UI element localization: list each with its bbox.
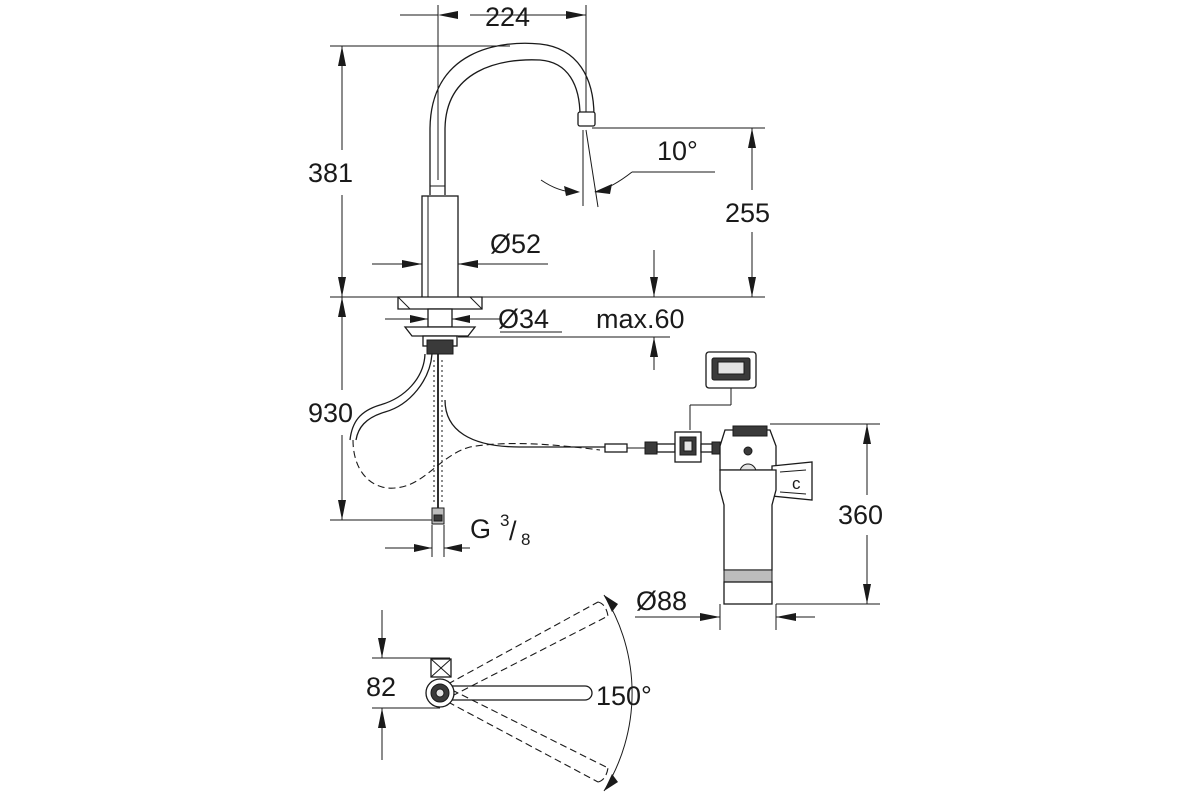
dim-hose-length: 930 bbox=[308, 297, 432, 521]
dim-label-d34: Ø34 bbox=[498, 304, 549, 334]
filter-head: c bbox=[719, 425, 813, 501]
dim-label-381: 381 bbox=[308, 158, 353, 188]
dim-connection-thread: G 3 / 8 bbox=[385, 511, 530, 557]
dim-label-224: 224 bbox=[485, 2, 530, 32]
dim-label-d52: Ø52 bbox=[490, 229, 541, 259]
dim-shank-diameter: Ø34 bbox=[385, 304, 562, 334]
hoses bbox=[349, 353, 605, 525]
dim-deck-thickness: max.60 bbox=[458, 250, 685, 370]
dim-label-82: 82 bbox=[366, 672, 396, 702]
dim-label-max60: max.60 bbox=[596, 304, 685, 334]
dim-tap-height: 381 bbox=[308, 45, 510, 297]
dim-label-360: 360 bbox=[838, 500, 883, 530]
dim-filter-diameter: Ø88 bbox=[635, 586, 815, 630]
dim-label-150deg: 150° bbox=[596, 681, 652, 711]
bracket-mark: c bbox=[792, 474, 801, 493]
display-unit bbox=[689, 351, 757, 430]
filter-cartridge bbox=[719, 469, 777, 605]
dim-label-g: G bbox=[470, 514, 491, 544]
dim-filter-height: 360 bbox=[770, 423, 883, 605]
plan-view bbox=[425, 594, 633, 792]
dim-body-diameter: Ø52 bbox=[372, 229, 548, 268]
dim-label-thread-num: 3 bbox=[500, 511, 509, 530]
tap-body bbox=[330, 42, 765, 355]
dim-label-255: 255 bbox=[725, 198, 770, 228]
dim-label-thread-slash: / bbox=[509, 516, 517, 546]
dim-plan-depth: 82 bbox=[366, 610, 450, 760]
dim-spout-angle: 10° bbox=[540, 129, 715, 208]
dim-label-d88: Ø88 bbox=[636, 586, 687, 616]
dim-spout-reach: 224 bbox=[400, 2, 587, 180]
dim-label-10deg: 10° bbox=[657, 136, 698, 166]
dim-label-930: 930 bbox=[308, 398, 353, 428]
valve-assembly bbox=[604, 431, 726, 463]
dim-label-thread-den: 8 bbox=[521, 530, 530, 549]
dim-outlet-height: 255 bbox=[592, 127, 770, 297]
